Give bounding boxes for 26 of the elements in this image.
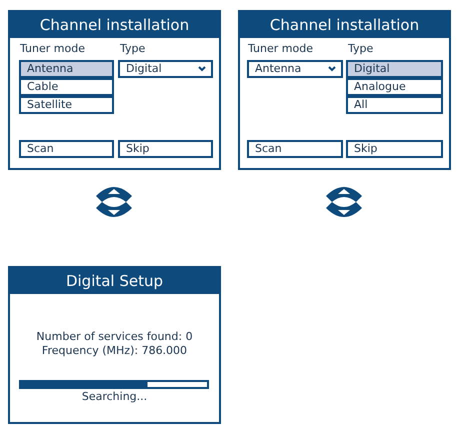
list-option: Digital — [346, 60, 443, 78]
field-label: Tuner mode — [248, 42, 313, 55]
status-text: Searching... — [80, 390, 148, 403]
menu-button: Scan — [247, 140, 343, 158]
dialog-panel — [238, 10, 451, 170]
field-label: Type — [120, 42, 146, 55]
menu-button: Skip — [118, 140, 213, 158]
dropdown-field: Digital — [118, 60, 213, 78]
dialog-title: Channel installation — [240, 12, 449, 38]
dialog-panel — [8, 266, 221, 424]
dropdown-field: Antenna — [247, 60, 343, 78]
progress-bar — [19, 380, 209, 389]
menu-button: Skip — [346, 140, 443, 158]
list-option: Satellite — [19, 96, 114, 114]
dialog-title: Channel installation — [10, 12, 219, 38]
dialog-panel — [8, 10, 221, 170]
menu-button: Scan — [19, 140, 114, 158]
dialog-title: Digital Setup — [10, 268, 219, 294]
list-option: Analogue — [346, 78, 443, 96]
field-label: Tuner mode — [20, 42, 85, 55]
list-option: Antenna — [19, 60, 114, 78]
list-option: All — [346, 96, 443, 114]
list-option: Cable — [19, 78, 114, 96]
field-label: Type — [348, 42, 374, 55]
status-text: Frequency (MHz): 786.000 — [40, 344, 188, 357]
status-text: Number of services found: 0 — [35, 330, 194, 343]
